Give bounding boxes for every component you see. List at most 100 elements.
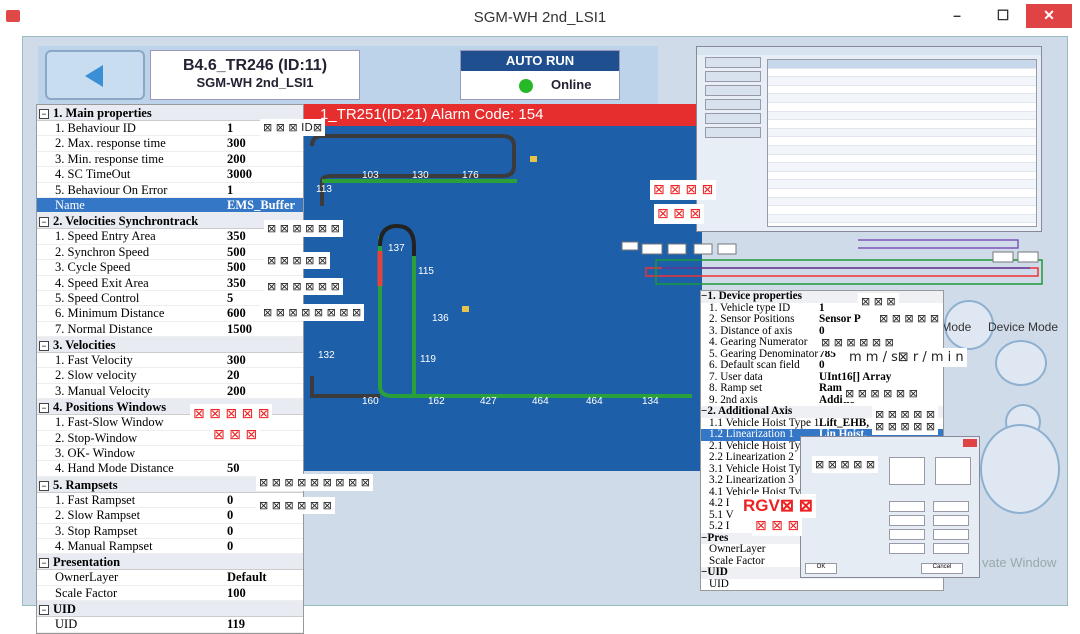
table-row[interactable] xyxy=(768,145,1036,155)
property-value[interactable]: 1 xyxy=(819,302,825,314)
collapse-icon[interactable]: − xyxy=(701,566,708,578)
table-row[interactable] xyxy=(768,77,1036,86)
vehicle-icon[interactable] xyxy=(462,306,469,312)
grid-section-header[interactable]: −2. Additional Axis xyxy=(701,405,943,418)
move-down-button[interactable] xyxy=(705,99,761,110)
table-cell[interactable] xyxy=(889,529,925,540)
import-button[interactable] xyxy=(705,113,761,124)
transponder-table[interactable] xyxy=(767,59,1037,227)
property-value[interactable]: 50 xyxy=(227,461,240,476)
table-row[interactable] xyxy=(768,206,1036,215)
property-value[interactable]: 350 xyxy=(227,275,246,290)
grid-section-header[interactable]: −1. Device properties xyxy=(701,290,943,303)
grid-row[interactable]: OwnerLayer xyxy=(701,544,943,556)
table-row[interactable] xyxy=(768,103,1036,112)
collapse-icon[interactable]: − xyxy=(39,341,49,352)
grid-section-header[interactable]: −2. Velocities Synchrontrack xyxy=(37,213,303,230)
property-value[interactable]: Lift_EHB, xyxy=(819,417,870,429)
grid-row[interactable]: 4.2 I xyxy=(701,498,943,510)
maximize-button[interactable]: ☐ xyxy=(996,7,1010,23)
property-value[interactable]: 3000 xyxy=(227,167,252,182)
collapse-icon[interactable]: − xyxy=(701,531,708,544)
ramp-up-icon[interactable] xyxy=(889,457,925,485)
property-value[interactable]: 300 xyxy=(227,136,246,151)
property-value[interactable]: 350 xyxy=(227,229,246,244)
property-value[interactable] xyxy=(227,446,303,460)
table-row[interactable] xyxy=(768,60,1036,69)
table-row[interactable] xyxy=(768,94,1036,103)
collapse-icon[interactable]: − xyxy=(39,480,49,491)
grid-row[interactable]: 3.2 Linearization 3 xyxy=(701,475,943,487)
dialog-close-button[interactable] xyxy=(963,439,977,447)
property-value[interactable]: Lin Hoist, xyxy=(819,429,867,440)
table-cell[interactable] xyxy=(889,501,925,512)
ok-button[interactable]: OK xyxy=(805,563,837,574)
collapse-icon[interactable]: − xyxy=(701,290,708,302)
back-button[interactable] xyxy=(45,50,145,100)
property-value[interactable]: 1500 xyxy=(227,321,252,336)
property-value[interactable]: 0 xyxy=(227,508,234,523)
export-button[interactable] xyxy=(705,127,761,138)
property-value[interactable]: 200 xyxy=(227,151,246,166)
grid-row[interactable]: 3.1 Vehicle Hoist Typ xyxy=(701,464,943,476)
property-value[interactable] xyxy=(819,579,943,591)
table-cell[interactable] xyxy=(933,515,969,526)
table-cell[interactable] xyxy=(889,543,925,554)
property-value[interactable]: 600 xyxy=(227,306,246,321)
property-value[interactable]: 0 xyxy=(227,523,234,538)
property-value[interactable]: Default xyxy=(227,570,267,585)
table-row[interactable] xyxy=(768,180,1036,189)
grid-row[interactable]: 5.1 V xyxy=(701,510,943,522)
table-row[interactable] xyxy=(768,189,1036,198)
grid-section-header[interactable]: −5. Rampsets xyxy=(37,476,303,493)
minimize-button[interactable]: – xyxy=(953,7,961,23)
collapse-icon[interactable]: − xyxy=(39,558,49,569)
table-cell[interactable] xyxy=(933,529,969,540)
property-value[interactable]: 119 xyxy=(227,617,246,632)
table-row[interactable] xyxy=(768,120,1036,129)
device-mode-label[interactable]: Device Mode xyxy=(988,320,1059,334)
property-value[interactable]: 500 xyxy=(227,260,246,275)
property-value[interactable]: EMS_Buffer xyxy=(227,197,296,212)
ramp-down-icon[interactable] xyxy=(935,457,971,485)
grid-section-header[interactable]: −Presentation xyxy=(37,554,303,571)
grid-row[interactable]: Scale Factor xyxy=(701,556,943,568)
property-value[interactable]: 1 xyxy=(227,182,234,197)
table-cell[interactable] xyxy=(933,501,969,512)
table-row[interactable] xyxy=(768,172,1036,181)
grid-row[interactable]: UID xyxy=(701,579,943,591)
move-up-button[interactable] xyxy=(705,85,761,96)
table-row[interactable] xyxy=(768,197,1036,207)
property-value[interactable]: 200 xyxy=(227,383,246,398)
grid-row[interactable]: 1. Fast-Slow Window xyxy=(37,415,303,431)
grid-row[interactable]: 2. Stop-Window xyxy=(37,431,303,447)
property-value[interactable]: 5 xyxy=(227,290,234,305)
property-value[interactable]: Ramp s xyxy=(819,383,856,394)
property-value[interactable]: Sensor P xyxy=(819,314,861,325)
property-value[interactable]: Additio xyxy=(819,394,856,406)
